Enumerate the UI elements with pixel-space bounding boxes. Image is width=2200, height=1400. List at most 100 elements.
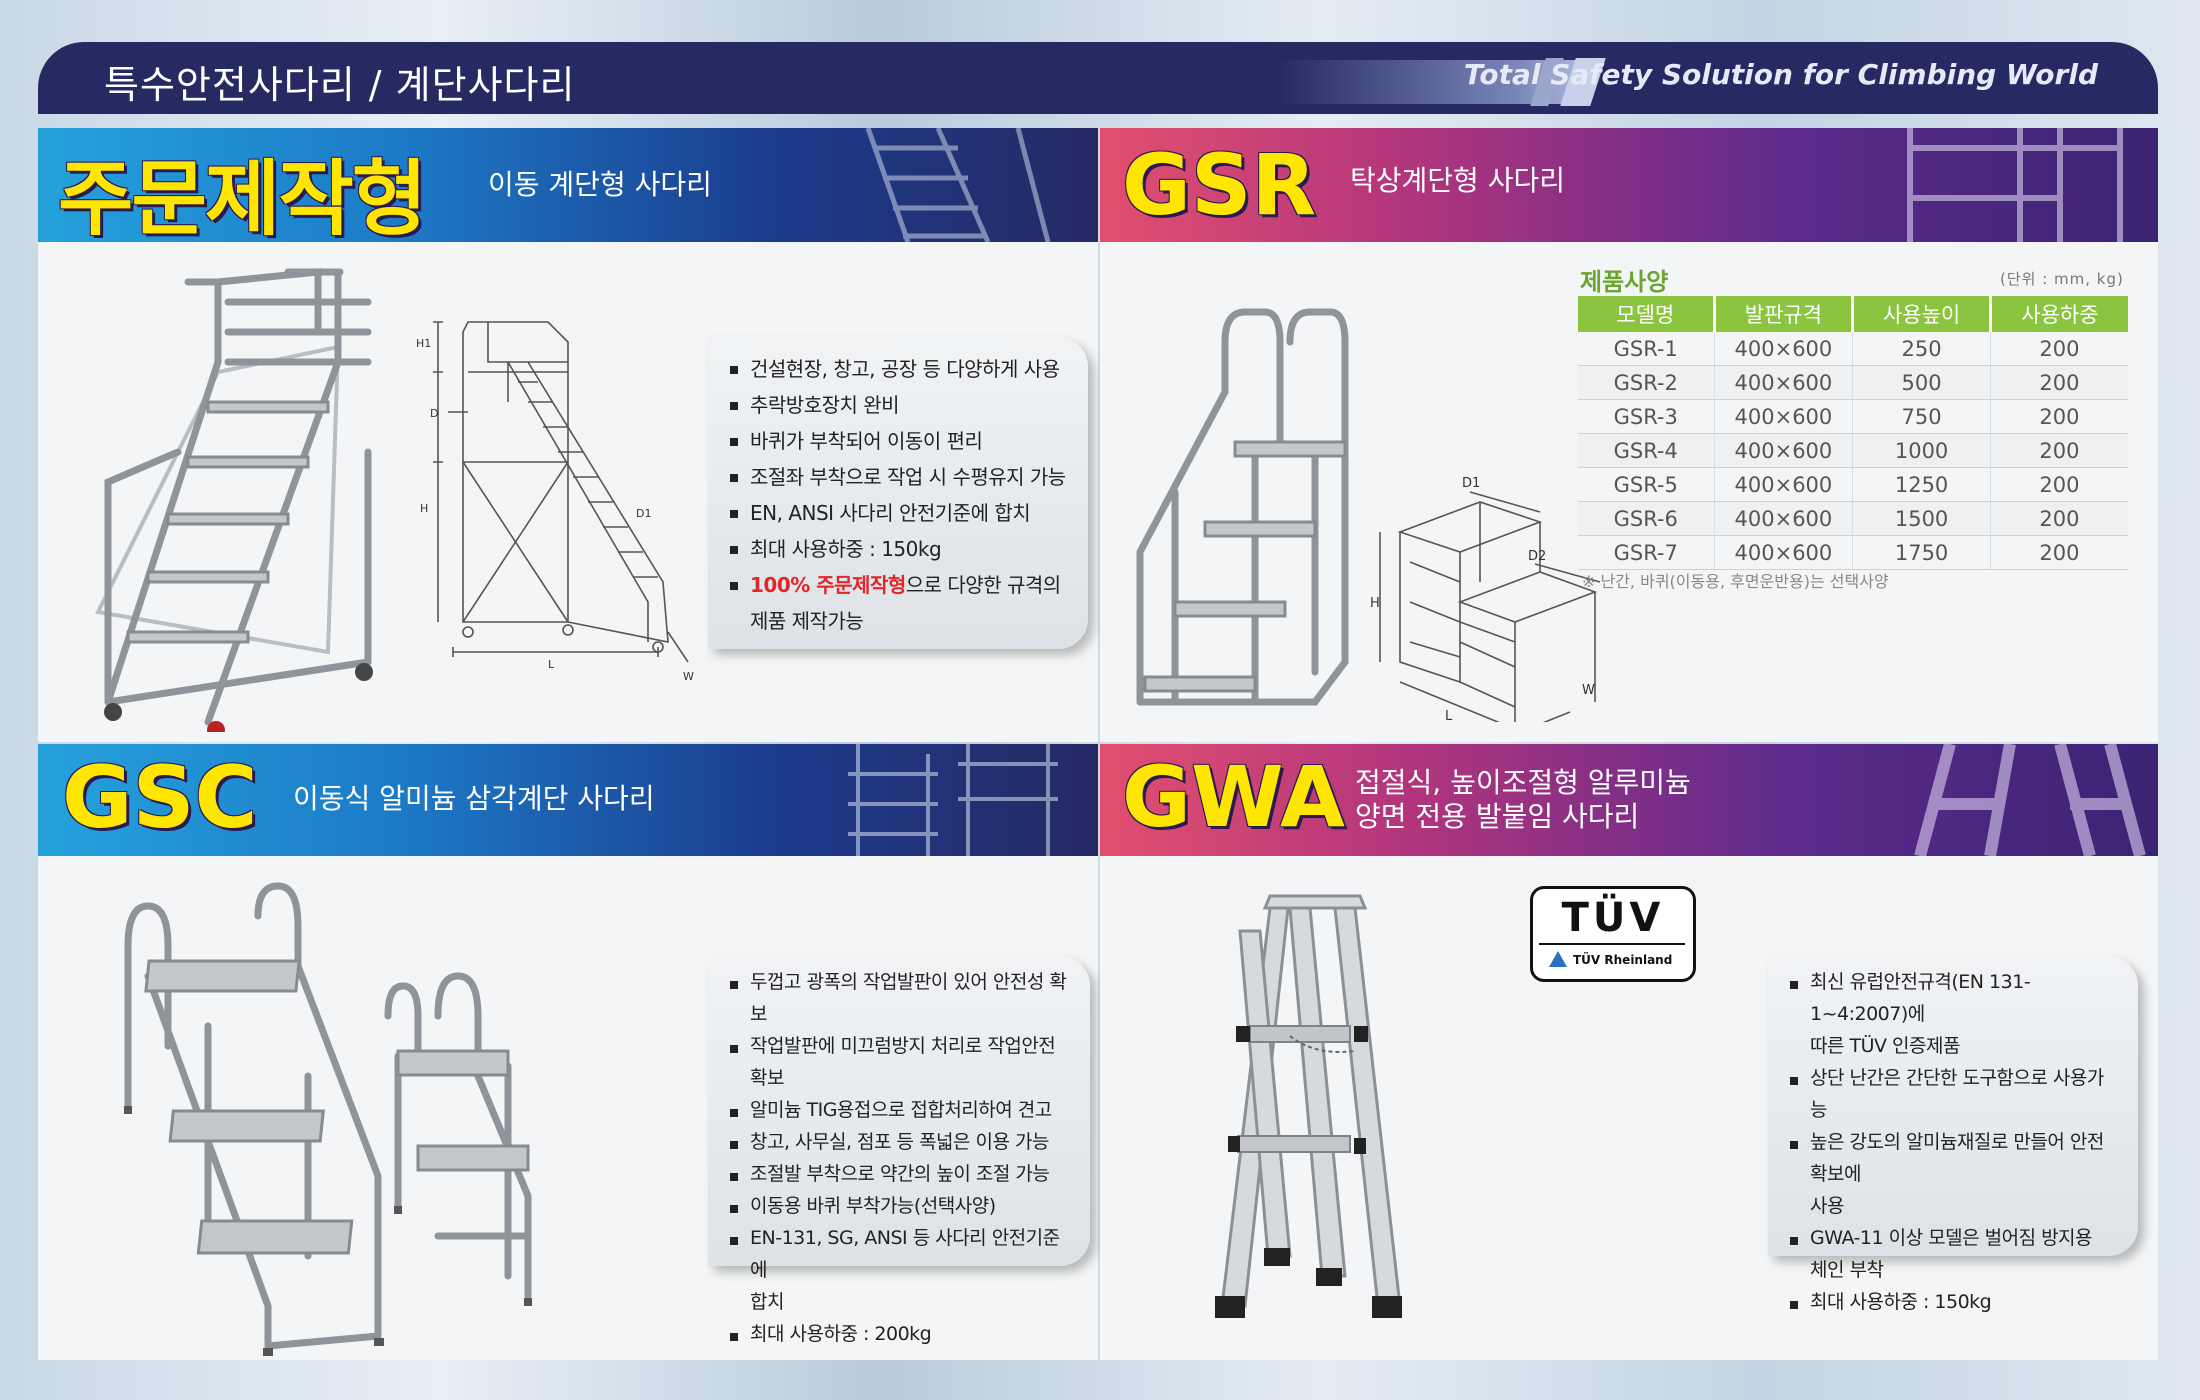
spec-cell: 200 — [1989, 433, 2128, 468]
custom-band: 주문제작형 이동 계단형 사다리 — [38, 128, 1098, 242]
spec-cell: GSR-5 — [1578, 467, 1714, 502]
spec-cell: 500 — [1852, 365, 1991, 400]
spec-cell: 200 — [1989, 399, 2128, 434]
spec-cell: 1750 — [1852, 535, 1991, 570]
gwa-body: TÜV TÜV Rheinland 최신 유럽안전규격(EN 131-1~4:2… — [1100, 856, 2158, 1360]
spec-header-row: 모델명 발판규격 사용높이 사용하중 — [1578, 296, 2128, 332]
spec-cell: 200 — [1989, 535, 2128, 570]
feature-item: EN-131, SG, ANSI 등 사다리 안전기준에 — [728, 1222, 1072, 1286]
spec-cell: 400×600 — [1713, 332, 1853, 366]
custom-subtitle: 이동 계단형 사다리 — [488, 168, 712, 201]
spec-cell: 400×600 — [1713, 365, 1853, 400]
feature-item: 최대 사용하중 : 150kg — [728, 531, 1070, 567]
feature-item: 상단 난간은 간단한 도구함으로 사용가능 — [1788, 1062, 2120, 1126]
dim-label-d1: D1 — [1462, 476, 1480, 491]
band-ladder-photo — [1907, 128, 2123, 242]
feature-item: 최신 유럽안전규격(EN 131-1~4:2007)에 — [1788, 966, 2120, 1030]
spec-cell: 400×600 — [1713, 399, 1853, 434]
feature-item: 추락방호장치 완비 — [728, 387, 1070, 423]
feature-item: 조절좌 부착으로 작업 시 수평유지 가능 — [728, 459, 1070, 495]
spec-header-cell: 사용높이 — [1851, 296, 1991, 332]
spec-header-cell: 사용하중 — [1988, 296, 2128, 332]
dim-label-h: H — [1370, 596, 1380, 611]
spec-cell: 400×600 — [1713, 433, 1853, 468]
page-title: 특수안전사다리 / 계단사다리 — [104, 63, 576, 107]
band-ladder-photo — [848, 744, 1058, 856]
dim-label-d2: D2 — [1528, 549, 1546, 564]
gsr-big-title: GSR — [1122, 136, 1317, 234]
feature-item: 건설현장, 창고, 공장 등 다양하게 사용 — [728, 351, 1070, 387]
band-ladder-photo — [1914, 744, 2146, 856]
spec-cell: 200 — [1989, 332, 2128, 366]
feature-item: 창고, 사무실, 점포 등 폭넓은 이용 가능 — [728, 1126, 1072, 1158]
feature-text: 으로 다양한 규격의 — [905, 573, 1061, 597]
feature-item: 두껍고 광폭의 작업발판이 있어 안전성 확보 — [728, 966, 1072, 1030]
feature-item-highlight: 100% 주문제작형으로 다양한 규격의 — [728, 567, 1070, 603]
spec-cell: GSR-7 — [1578, 535, 1714, 570]
feature-item: 최대 사용하중 : 150kg — [1788, 1286, 2120, 1318]
dim-label-w: W — [1582, 683, 1595, 698]
header-tagline: Total Safety Solution for Climbing World — [1463, 58, 2098, 91]
custom-body: H1 D H D1 L W 건설현장, 창고, 공장 등 다양하게 사용 추락방… — [38, 242, 1098, 742]
feature-item: 최대 사용하중 : 200kg — [728, 1318, 1072, 1350]
spec-cell: GSR-6 — [1578, 501, 1714, 536]
spec-cell: GSR-2 — [1578, 365, 1714, 400]
tuv-certification-logo: TÜV TÜV Rheinland — [1530, 886, 1696, 982]
gwa-ladder-photo — [1215, 894, 1402, 1318]
spec-cell: 1250 — [1852, 467, 1991, 502]
gsc-band: GSC 이동식 알미늄 삼각계단 사다리 — [38, 744, 1098, 856]
gsr-band: GSR 탁상계단형 사다리 — [1100, 128, 2158, 242]
feature-item: 높은 강도의 알미늄재질로 만들어 안전 확보에 — [1788, 1126, 2120, 1190]
custom-big-title: 주문제작형 — [58, 152, 427, 242]
spec-header-cell: 모델명 — [1578, 296, 1714, 332]
feature-item: 알미늄 TIG용접으로 접합처리하여 견고 — [728, 1094, 1072, 1126]
spec-cell: GSR-1 — [1578, 332, 1714, 366]
spec-header-cell: 발판규격 — [1712, 296, 1853, 332]
highlight-text: 100% 주문제작형 — [750, 573, 906, 597]
gwa-subtitle-line2: 양면 전용 발붙임 사다리 — [1355, 800, 1640, 833]
feature-item: EN, ANSI 사다리 안전기준에 합치 — [728, 495, 1070, 531]
spec-cell: GSR-3 — [1578, 399, 1714, 434]
feature-item: 이동용 바퀴 부착가능(선택사양) — [728, 1190, 1072, 1222]
feature-item-continuation: 합치 — [750, 1291, 784, 1313]
spec-cell: 750 — [1852, 399, 1991, 434]
gwa-band: GWA 접절식, 높이조절형 알루미늄 양면 전용 발붙임 사다리 — [1100, 744, 2158, 856]
feature-item: 조절발 부착으로 약간의 높이 조절 가능 — [728, 1158, 1072, 1190]
gsr-ladder-photo — [1136, 308, 1349, 706]
gsc-ladder-photo — [124, 882, 532, 1356]
custom-feature-callout: 건설현장, 창고, 공장 등 다양하게 사용 추락방호장치 완비 바퀴가 부착되… — [708, 337, 1088, 649]
dim-label-l: L — [1445, 709, 1453, 722]
spec-cell: GSR-4 — [1578, 433, 1714, 468]
dim-label-d1: D1 — [636, 507, 651, 520]
feature-item: 바퀴가 부착되어 이동이 편리 — [728, 423, 1070, 459]
feature-item-continuation: 제품 제작가능 — [750, 609, 864, 633]
spec-cell: 200 — [1989, 467, 2128, 502]
spec-cell: 200 — [1989, 365, 2128, 400]
tuv-rheinland-label: TÜV Rheinland — [1573, 953, 1673, 967]
tuv-divider — [1539, 943, 1685, 945]
dim-label-h: H — [420, 502, 428, 515]
spec-cell: 400×600 — [1713, 467, 1853, 502]
feature-item-continuation: 사용 — [1810, 1195, 1844, 1217]
dim-label-h1: H1 — [416, 337, 431, 350]
spec-unit: (단위 : mm, kg) — [2000, 270, 2124, 288]
spec-cell: 400×600 — [1713, 501, 1853, 536]
gsr-body: D1 D2 H L W 제품사양 (단위 : mm, kg) 모델명 발판규격 … — [1100, 242, 2158, 742]
gsr-subtitle: 탁상계단형 사다리 — [1350, 164, 1565, 197]
spec-cell: 200 — [1989, 501, 2128, 536]
dim-label-d: D — [430, 407, 438, 420]
gsr-technical-drawing: D1 D2 H L W — [1370, 476, 1601, 722]
feature-item: GWA-11 이상 모델은 벌어짐 방지용 — [1788, 1222, 2120, 1254]
dim-label-l: L — [548, 658, 555, 671]
band-ladder-photo — [865, 128, 1051, 242]
spec-cell: 1000 — [1852, 433, 1991, 468]
header-bar: 특수안전사다리 / 계단사다리 Total Safety Solution fo… — [38, 42, 2158, 114]
custom-ladder-photo — [95, 268, 373, 732]
